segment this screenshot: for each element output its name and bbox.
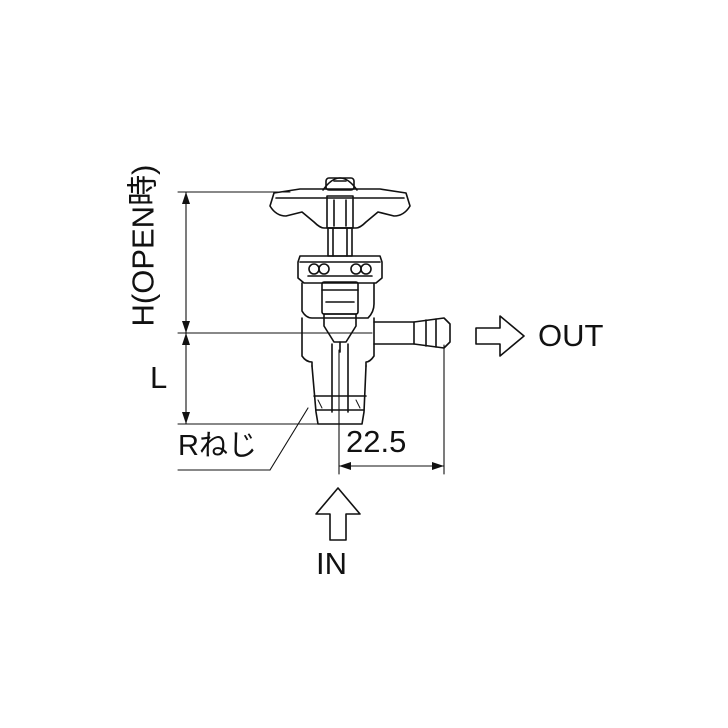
dimension-arrowheads — [182, 192, 444, 470]
inlet-label: IN — [316, 546, 347, 581]
height-open-label: H(OPEN時) — [125, 164, 161, 327]
outlet-barb — [373, 317, 451, 349]
valve-body — [269, 177, 411, 425]
length-label: L — [150, 360, 168, 395]
thread-label: Rねじ — [178, 430, 257, 462]
out-arrow-icon — [475, 315, 525, 357]
offset-dimension-label: 22.5 — [346, 424, 407, 459]
outlet-label: OUT — [538, 318, 604, 353]
thread-leader — [177, 407, 309, 471]
dimension-lines — [177, 191, 445, 475]
in-arrow-icon — [315, 487, 361, 541]
